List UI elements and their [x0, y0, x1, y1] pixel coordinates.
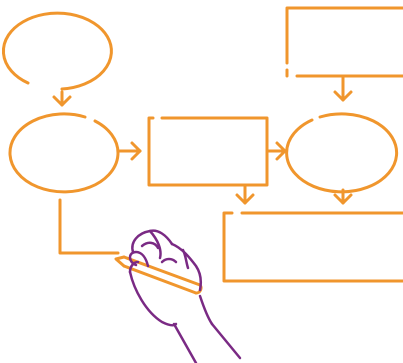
arrow-down-icon: [333, 74, 353, 102]
rect-middle-center: [147, 116, 269, 187]
arrow-right-icon: [266, 141, 287, 161]
marker-icon: [114, 255, 203, 295]
hand-icon: [128, 229, 242, 363]
arrow-right-icon: [116, 141, 142, 161]
rect-bottom-right: [222, 211, 403, 283]
arrow-down-icon: [333, 188, 353, 205]
arrow-down-icon: [52, 90, 72, 107]
arrow-down-icon: [235, 184, 255, 205]
oval-top-left: [1, 11, 113, 91]
connector-line: [58, 198, 120, 255]
oval-middle-right: [285, 112, 399, 194]
oval-middle-left: [8, 112, 120, 194]
rect-top-right: [285, 6, 403, 78]
